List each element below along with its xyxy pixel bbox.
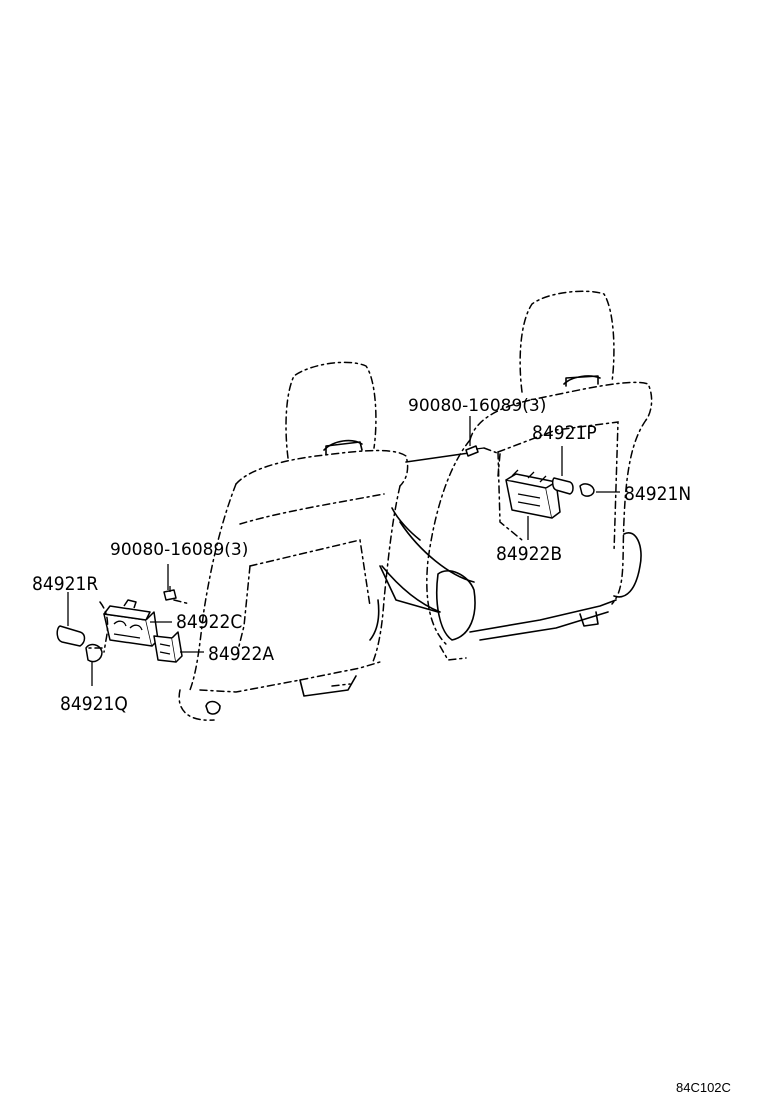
switch-84922C-part bbox=[103, 599, 159, 647]
knob-84921P-part bbox=[551, 477, 574, 495]
diagram-code: 84C102C bbox=[676, 1080, 731, 1095]
knob-84921Q-part bbox=[85, 643, 103, 663]
callout-84921N: 84921N bbox=[624, 483, 691, 505]
callout-84921P: 84921P bbox=[532, 422, 597, 444]
callout-bolt-left: 90080-16089(3) bbox=[110, 540, 248, 560]
knob-84921R-part bbox=[56, 625, 86, 647]
callout-84922B: 84922B bbox=[496, 543, 562, 565]
callout-84921Q: 84921Q bbox=[60, 693, 128, 715]
callout-bolt-right: 90080-16089(3) bbox=[408, 396, 546, 416]
switch-84922A-part bbox=[153, 631, 183, 663]
leader-lines bbox=[67, 416, 620, 686]
knob-84921N-part bbox=[579, 483, 595, 497]
callout-84921R: 84921R bbox=[32, 573, 98, 595]
bolt-left-part bbox=[163, 586, 177, 601]
front-seat-illustration bbox=[178, 361, 477, 721]
bolt-right-part bbox=[465, 445, 485, 457]
switch-84922B-part bbox=[505, 469, 561, 519]
callout-84922A: 84922A bbox=[208, 643, 274, 665]
callout-84922C: 84922C bbox=[176, 611, 242, 633]
